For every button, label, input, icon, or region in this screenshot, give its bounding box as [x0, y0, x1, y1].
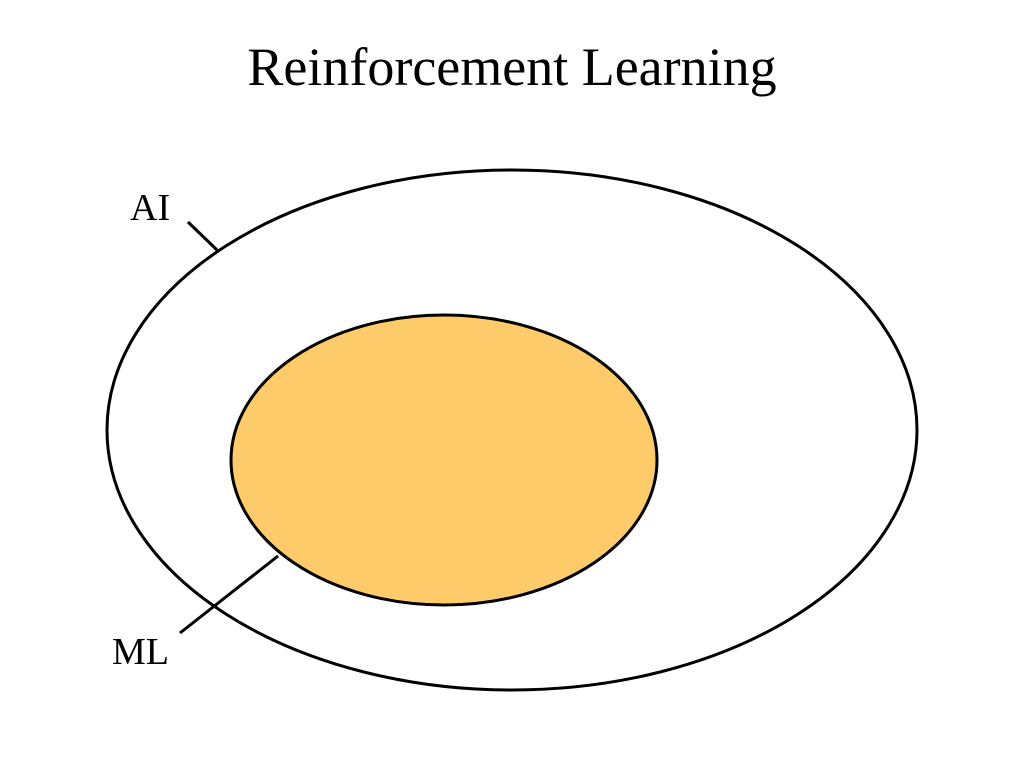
ml-label: ML	[112, 631, 169, 673]
ai-label: AI	[130, 187, 170, 229]
ai-leader-line	[186, 220, 219, 252]
ml-leader-line	[179, 554, 279, 635]
slide-title: Reinforcement Learning	[247, 37, 777, 97]
ml-ellipse	[229, 313, 659, 607]
